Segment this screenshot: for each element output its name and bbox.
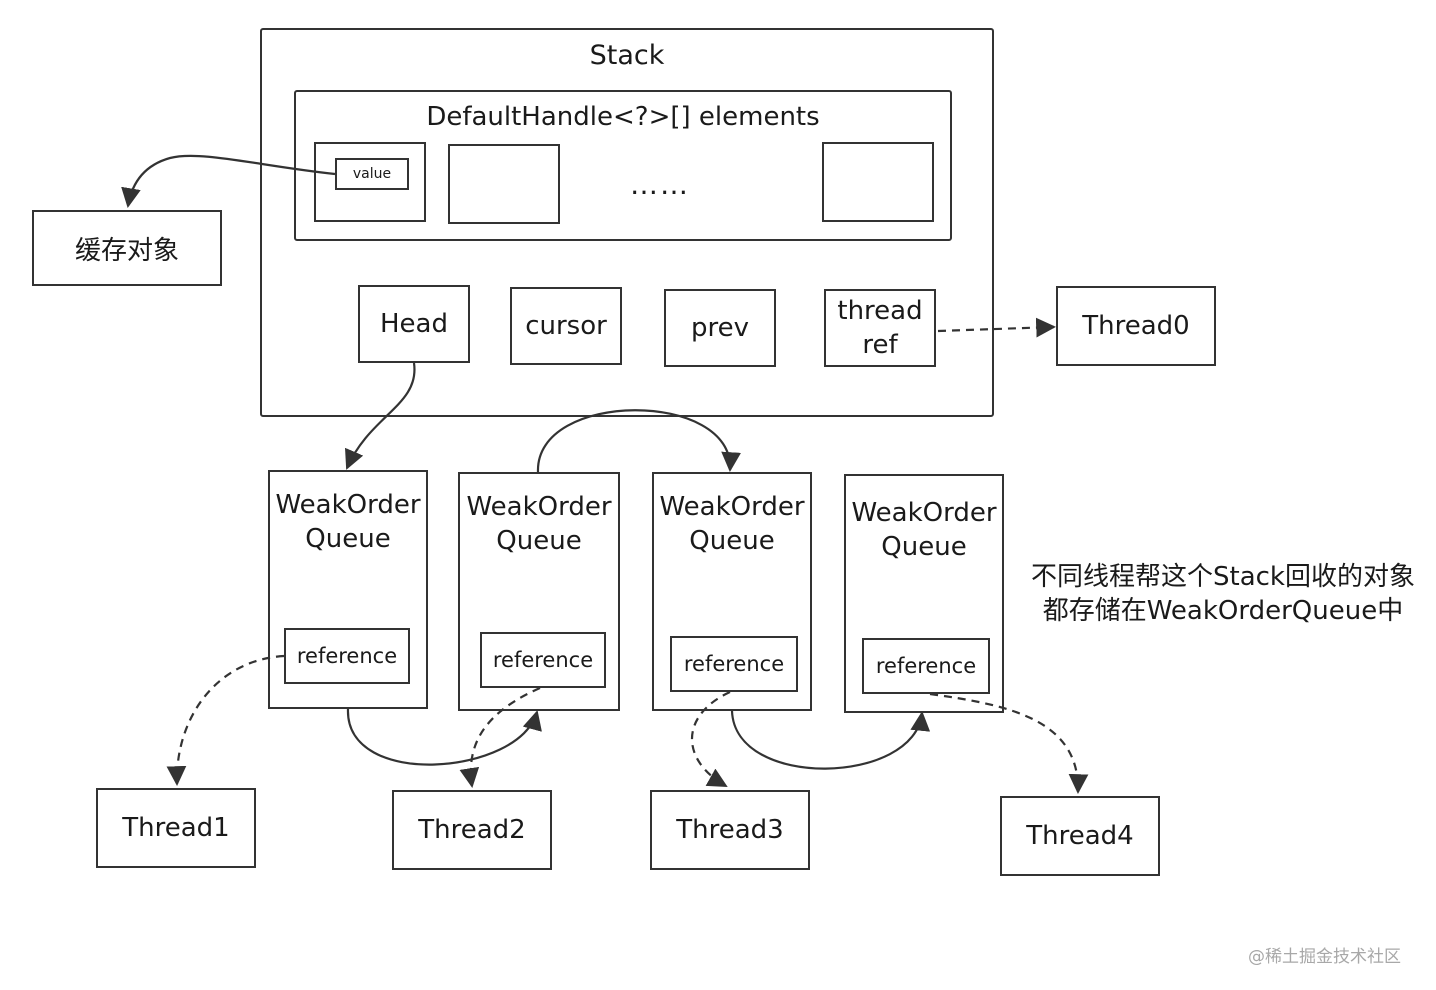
stack-title: Stack [589, 40, 665, 71]
reference4-to-thread4-arrow [929, 692, 1089, 794]
elements-array-label: DefaultHandle<?>[] elements [426, 102, 820, 132]
queue-title-line2: Queue [881, 532, 967, 562]
reference-field-4: reference [862, 638, 990, 694]
cached-object-box: 缓存对象 [32, 210, 222, 286]
cursor-field: cursor [510, 287, 622, 365]
thread1-box: Thread1 [96, 788, 256, 868]
thread2-box: Thread2 [392, 790, 552, 870]
reference-field-2: reference [480, 632, 606, 688]
queue-title-line1: WeakOrder [466, 492, 612, 522]
value-label: value [352, 166, 392, 182]
reference2-to-thread2-arrow [459, 686, 541, 788]
thread4-box: Thread4 [1000, 796, 1160, 876]
prev-field: prev [664, 289, 776, 367]
value-to-cache-arrow [121, 154, 336, 208]
queue-title-line2: Queue [305, 524, 391, 554]
array-ellipsis: …… [630, 168, 690, 201]
annotation-line2: 都存储在WeakOrderQueue中 [1042, 596, 1404, 626]
array-slot-2 [448, 144, 560, 224]
queue3-to-queue4-link [730, 710, 931, 770]
thread0-box: Thread0 [1056, 286, 1216, 366]
reference1-to-thread1-arrow [166, 654, 285, 786]
reference-field-1: reference [284, 628, 410, 684]
thread-ref-to-thread0-arrow [937, 317, 1056, 338]
queue-title-line1: WeakOrder [275, 490, 421, 520]
value-field: value [335, 158, 409, 190]
reference3-to-thread3-arrow [690, 691, 731, 787]
queue-title-line2: Queue [496, 526, 582, 556]
queue2-to-queue3-link [536, 409, 741, 473]
head-to-queue1-arrow [345, 362, 416, 470]
thread3-box: Thread3 [650, 790, 810, 870]
reference-field-3: reference [670, 636, 798, 692]
queue-title-line1: WeakOrder [851, 498, 997, 528]
annotation-note: 不同线程帮这个Stack回收的对象 都存储在WeakOrderQueue中 [1016, 560, 1430, 628]
watermark: @稀土掘金技术社区 [1248, 947, 1401, 967]
queue1-to-queue2-link [346, 708, 542, 766]
thread-ref-field: thread ref [824, 289, 936, 367]
annotation-line1: 不同线程帮这个Stack回收的对象 [1031, 562, 1415, 592]
queue-title-line1: WeakOrder [659, 492, 805, 522]
head-field: Head [358, 285, 470, 363]
queue-title-line2: Queue [689, 526, 775, 556]
array-slot-last [822, 142, 934, 222]
